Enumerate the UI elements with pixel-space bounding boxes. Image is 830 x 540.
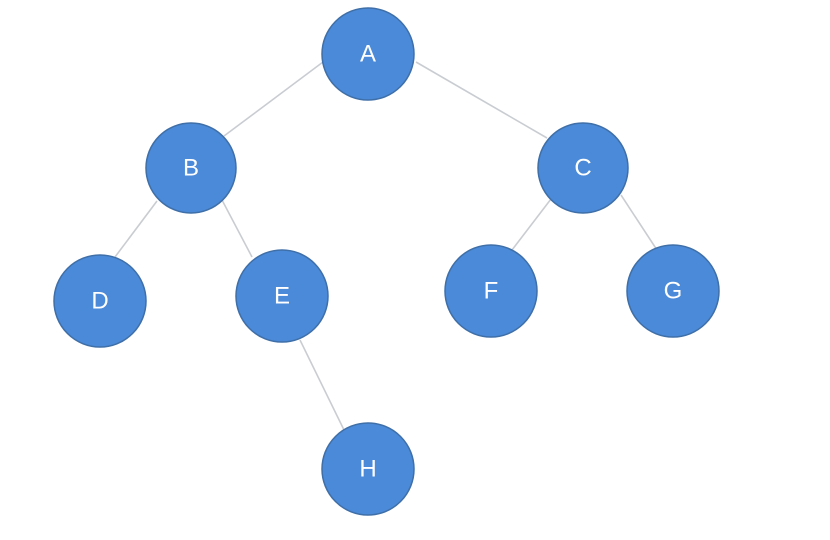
node-d-label: D bbox=[91, 288, 108, 315]
node-c-label: C bbox=[574, 155, 591, 182]
node-d-circle bbox=[53, 254, 147, 348]
edge-c-g bbox=[620, 194, 658, 251]
node-h: H bbox=[321, 422, 415, 516]
node-a: A bbox=[321, 7, 415, 101]
node-a-label: A bbox=[360, 41, 376, 68]
node-f-label: F bbox=[484, 278, 499, 305]
node-b-label: B bbox=[183, 155, 199, 182]
node-h-circle bbox=[321, 422, 415, 516]
edges-group bbox=[114, 61, 658, 433]
edge-b-e bbox=[221, 199, 253, 258]
node-e-circle bbox=[235, 249, 329, 343]
edge-b-d bbox=[114, 200, 158, 258]
node-g: G bbox=[626, 244, 720, 338]
node-b-circle bbox=[145, 122, 237, 214]
node-f: F bbox=[444, 244, 538, 338]
node-c-circle bbox=[537, 122, 629, 214]
node-c: C bbox=[537, 122, 629, 214]
node-f-circle bbox=[444, 244, 538, 338]
node-g-circle bbox=[626, 244, 720, 338]
node-b: B bbox=[145, 122, 237, 214]
edge-c-f bbox=[511, 198, 552, 251]
node-a-circle bbox=[321, 7, 415, 101]
node-g-label: G bbox=[664, 278, 683, 305]
node-e-label: E bbox=[274, 283, 290, 310]
node-h-label: H bbox=[359, 456, 376, 483]
edge-a-c bbox=[415, 61, 548, 139]
node-e: E bbox=[235, 249, 329, 343]
node-d: D bbox=[53, 254, 147, 348]
edge-e-h bbox=[299, 339, 346, 433]
edge-a-b bbox=[223, 61, 324, 137]
